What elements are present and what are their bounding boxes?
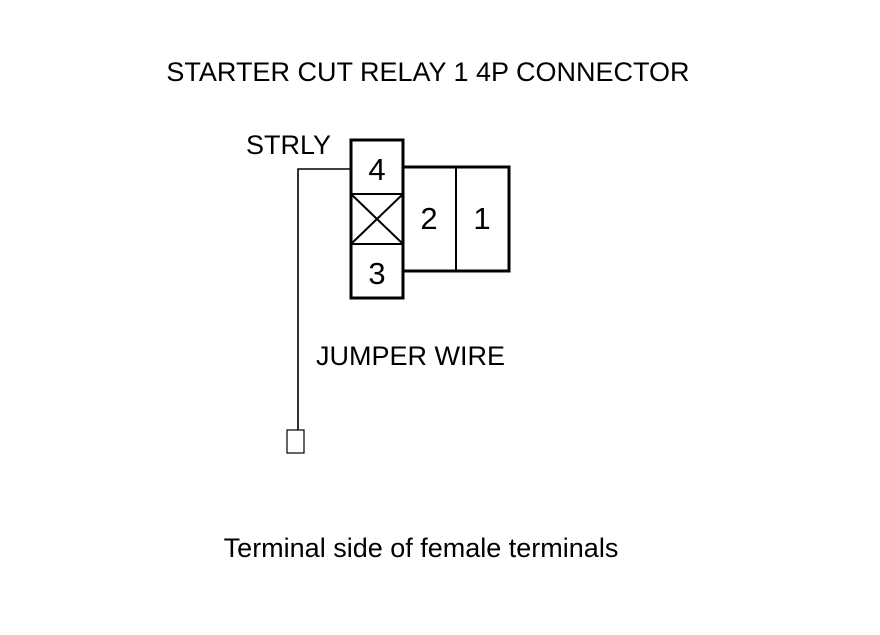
wire-label-strly: STRLY [246, 130, 331, 160]
blank-cavity-cross-b [350, 193, 404, 245]
view-caption: Terminal side of female terminals [224, 533, 619, 563]
diagram-title: STARTER CUT RELAY 1 4P CONNECTOR [166, 57, 689, 87]
jumper-wire-label: JUMPER WIRE [316, 341, 505, 371]
connector-left-housing [349, 138, 405, 300]
jumper-wire-terminal [286, 429, 305, 454]
jumper-wire [297, 168, 351, 430]
pin-number-4: 4 [368, 152, 385, 187]
pin-number-3: 3 [368, 256, 385, 291]
pin-number-1: 1 [473, 201, 490, 236]
pin-number-2: 2 [420, 201, 437, 236]
